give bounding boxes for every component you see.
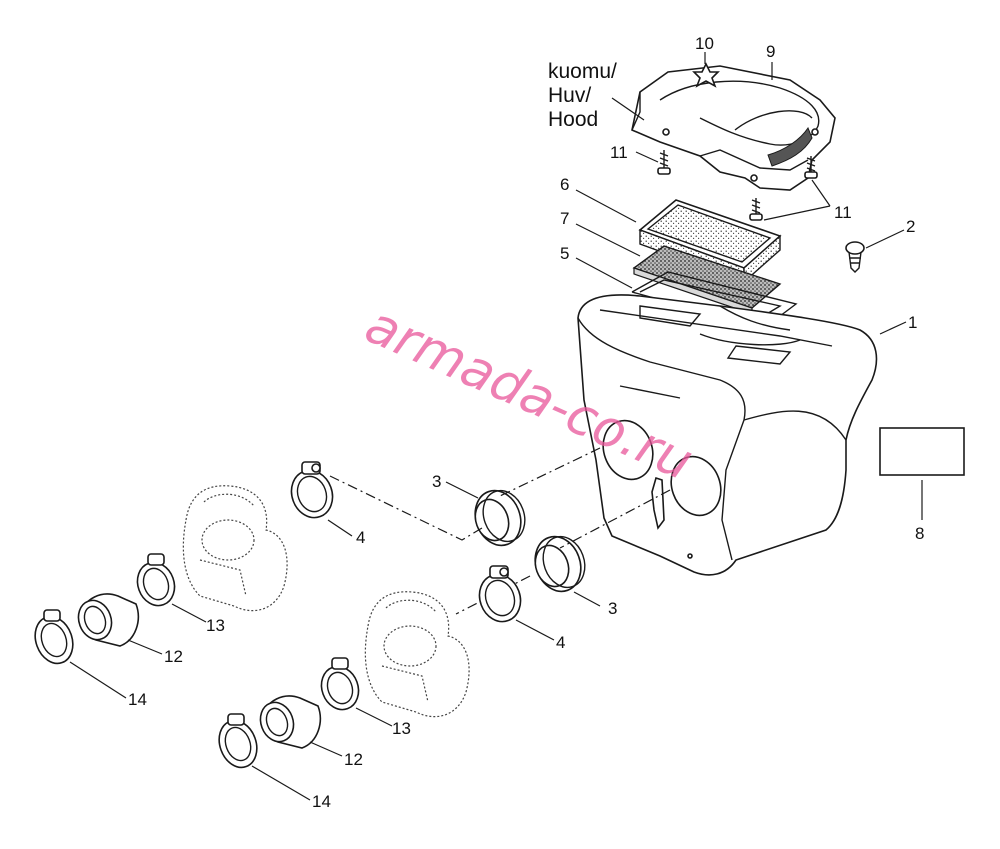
callout-3a: 3 (432, 472, 441, 491)
leader-lines (69, 52, 923, 801)
clip-part-2 (845, 241, 865, 273)
sleeve-part-12b (259, 695, 322, 749)
air-box-part-1 (577, 294, 878, 576)
callout-8: 8 (915, 524, 924, 543)
screw-part-11c (749, 198, 763, 221)
callout-11b: 11 (834, 203, 852, 222)
callout-13a: 13 (206, 616, 225, 635)
clamp-part-4b (478, 565, 522, 623)
hood-part-9 (631, 65, 836, 191)
callout-9: 9 (766, 42, 775, 61)
clamp-part-14b (218, 713, 258, 769)
clamp-part-13b (320, 657, 360, 711)
callout-5: 5 (560, 244, 569, 263)
hood-label-line-2: Huv/ (548, 84, 591, 107)
callout-11a: 11 (610, 143, 628, 162)
callout-10: 10 (695, 34, 714, 53)
callout-14a: 14 (128, 690, 147, 709)
callout-6: 6 (560, 175, 569, 194)
clamp-part-4a (290, 461, 334, 519)
grommet-part-3a (474, 489, 526, 547)
callout-7: 7 (560, 209, 569, 228)
hood-label-line-1: kuomu/ (548, 60, 617, 83)
callout-4b: 4 (556, 633, 565, 652)
callout-4a: 4 (356, 528, 365, 547)
callout-14b: 14 (312, 792, 331, 811)
callout-2: 2 (906, 217, 915, 236)
ornament-part-10 (692, 62, 720, 88)
callout-1: 1 (908, 313, 917, 332)
callout-13b: 13 (392, 719, 411, 738)
carburetor-outline-upper (182, 485, 288, 612)
decal-part-8 (879, 427, 965, 476)
callout-3b: 3 (608, 599, 617, 618)
grommet-part-3b (534, 535, 586, 593)
callout-12a: 12 (164, 647, 183, 666)
screw-part-11a (657, 150, 671, 175)
clamp-part-14a (34, 609, 74, 665)
sleeve-part-12a (77, 593, 140, 647)
hood-label-line-3: Hood (548, 108, 598, 131)
clamp-part-13a (136, 553, 176, 607)
screw-part-11b (804, 156, 818, 179)
carburetor-outline-lower (364, 591, 470, 718)
callout-12b: 12 (344, 750, 363, 769)
